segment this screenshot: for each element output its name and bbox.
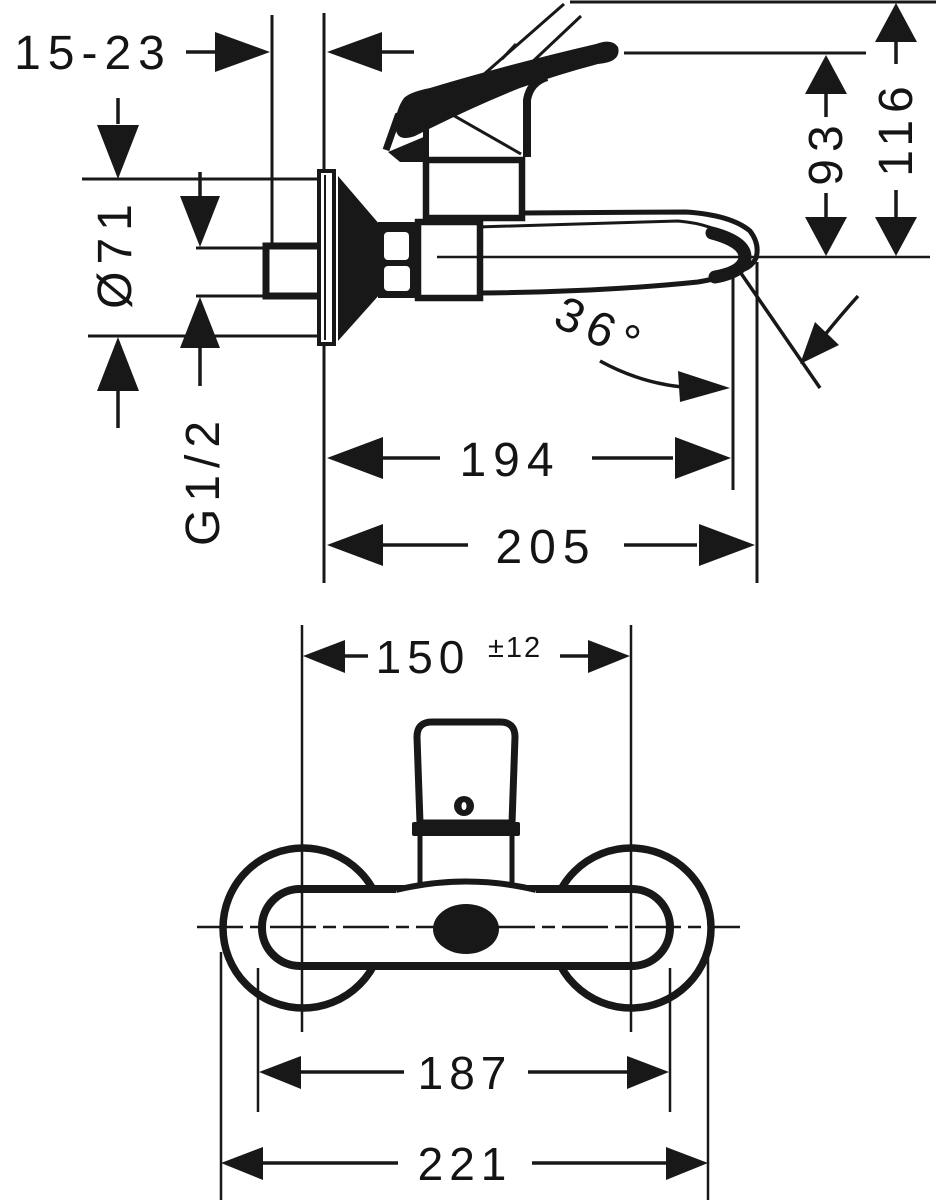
dimension-flange-diameter: Ø71 <box>89 98 142 428</box>
dimension-wall-distance: 15-23 <box>14 27 414 80</box>
spout-reach-label: 194 <box>459 434 560 487</box>
overall-width-label: 221 <box>418 1138 513 1190</box>
dimension-total-depth: 205 <box>327 521 755 574</box>
dimension-connection-distance: 150 ±12 <box>303 631 630 683</box>
spout-angle-label: 36° <box>547 287 654 373</box>
escutcheon-cone <box>338 176 380 341</box>
dimension-spout-reach: 194 <box>327 434 731 487</box>
side-view-drawing: 15-23 Ø71 G1/2 93 <box>14 0 936 583</box>
spout-outlet-front <box>433 904 499 954</box>
union-nut-notch-lower <box>384 266 410 291</box>
dimension-lever-open-height: 116 <box>870 3 923 256</box>
lever-closed-height-label: 93 <box>800 118 853 185</box>
thread-size-label: G1/2 <box>177 414 230 546</box>
lever-handle <box>382 41 619 162</box>
flange-diameter-label: Ø71 <box>89 197 142 309</box>
dimension-body-width: 187 <box>259 1047 669 1099</box>
handle-front <box>413 718 519 827</box>
dimension-thread-size: G1/2 <box>177 172 230 546</box>
dimension-lever-closed-height: 93 <box>800 55 853 256</box>
connection-tolerance-label: ±12 <box>488 632 542 664</box>
dimension-overall-width: 221 <box>221 1138 708 1190</box>
lever-hinge-edge <box>382 100 428 152</box>
dimension-spout-angle: 36° <box>547 265 860 402</box>
connection-distance-label: 150 <box>376 631 471 683</box>
front-view-drawing: 150 ±12 187 221 <box>197 625 740 1200</box>
faucet-side-profile <box>262 41 760 346</box>
spout <box>476 209 760 296</box>
union-nut-notch-upper <box>384 232 409 260</box>
body-upper-block <box>422 156 526 222</box>
body-width-label: 187 <box>418 1047 513 1099</box>
body-top-bulge <box>395 878 537 893</box>
lever-open-height-label: 116 <box>870 79 923 177</box>
escutcheon-flange <box>317 169 336 346</box>
lever-neck <box>523 73 549 157</box>
wall-distance-label: 15-23 <box>14 27 172 80</box>
total-depth-label: 205 <box>495 521 596 574</box>
lever-hinge-wedge <box>388 136 428 162</box>
spout-angle-line <box>734 265 822 389</box>
body-lower-block <box>414 218 484 302</box>
